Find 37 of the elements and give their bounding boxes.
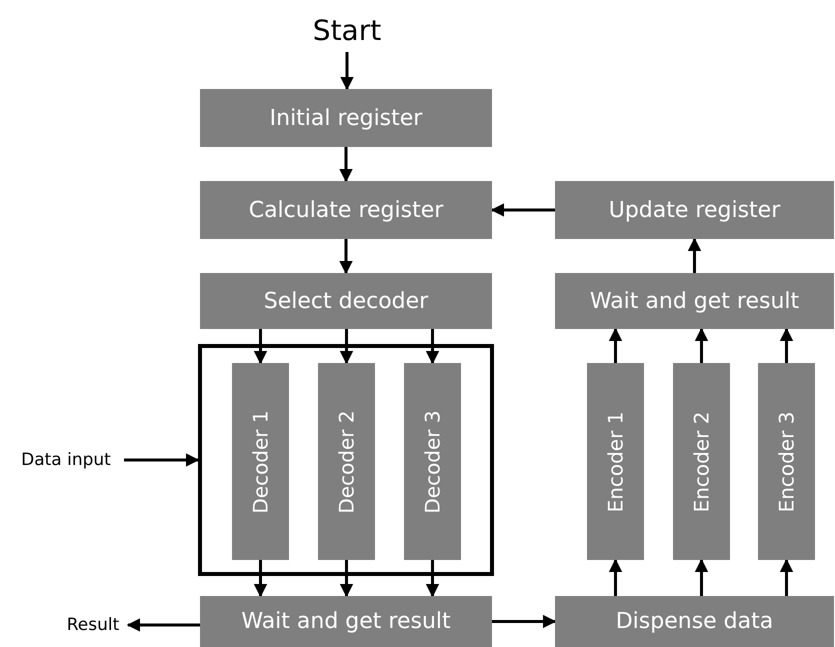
arrow [126, 618, 200, 632]
arrow [780, 558, 794, 596]
process-box: Encoder 3 [758, 363, 815, 560]
arrow [694, 328, 708, 363]
arrow [340, 329, 354, 364]
arrow [426, 329, 440, 364]
process-box: Update register [555, 181, 834, 239]
process-box: Wait and get result [555, 273, 834, 329]
process-box: Select decoder [200, 273, 492, 329]
arrow [688, 238, 702, 273]
arrow [254, 560, 268, 598]
arrow [490, 203, 555, 217]
arrow [694, 558, 708, 596]
arrow [340, 560, 354, 598]
text-label: Result [58, 612, 128, 638]
arrow [339, 239, 353, 274]
arrow [254, 329, 268, 364]
arrow [339, 147, 353, 182]
process-box: Encoder 2 [673, 363, 730, 560]
process-box: Calculate register [200, 181, 492, 239]
process-box: Decoder 3 [404, 363, 461, 560]
arrow [340, 52, 354, 90]
arrow [608, 328, 622, 363]
arrow [124, 453, 200, 467]
text-label: Data input [8, 446, 124, 474]
arrow [426, 560, 440, 598]
arrow [780, 328, 794, 363]
process-box: Decoder 2 [318, 363, 375, 560]
text-label: Start [305, 8, 389, 52]
process-box: Encoder 1 [587, 363, 644, 560]
process-box: Initial register [200, 89, 492, 147]
process-box: Wait and get result [200, 596, 492, 647]
process-box: Dispense data [555, 596, 834, 647]
arrow [492, 614, 556, 628]
process-box: Decoder 1 [232, 363, 289, 560]
group-frame [198, 344, 494, 576]
arrow [608, 558, 622, 596]
